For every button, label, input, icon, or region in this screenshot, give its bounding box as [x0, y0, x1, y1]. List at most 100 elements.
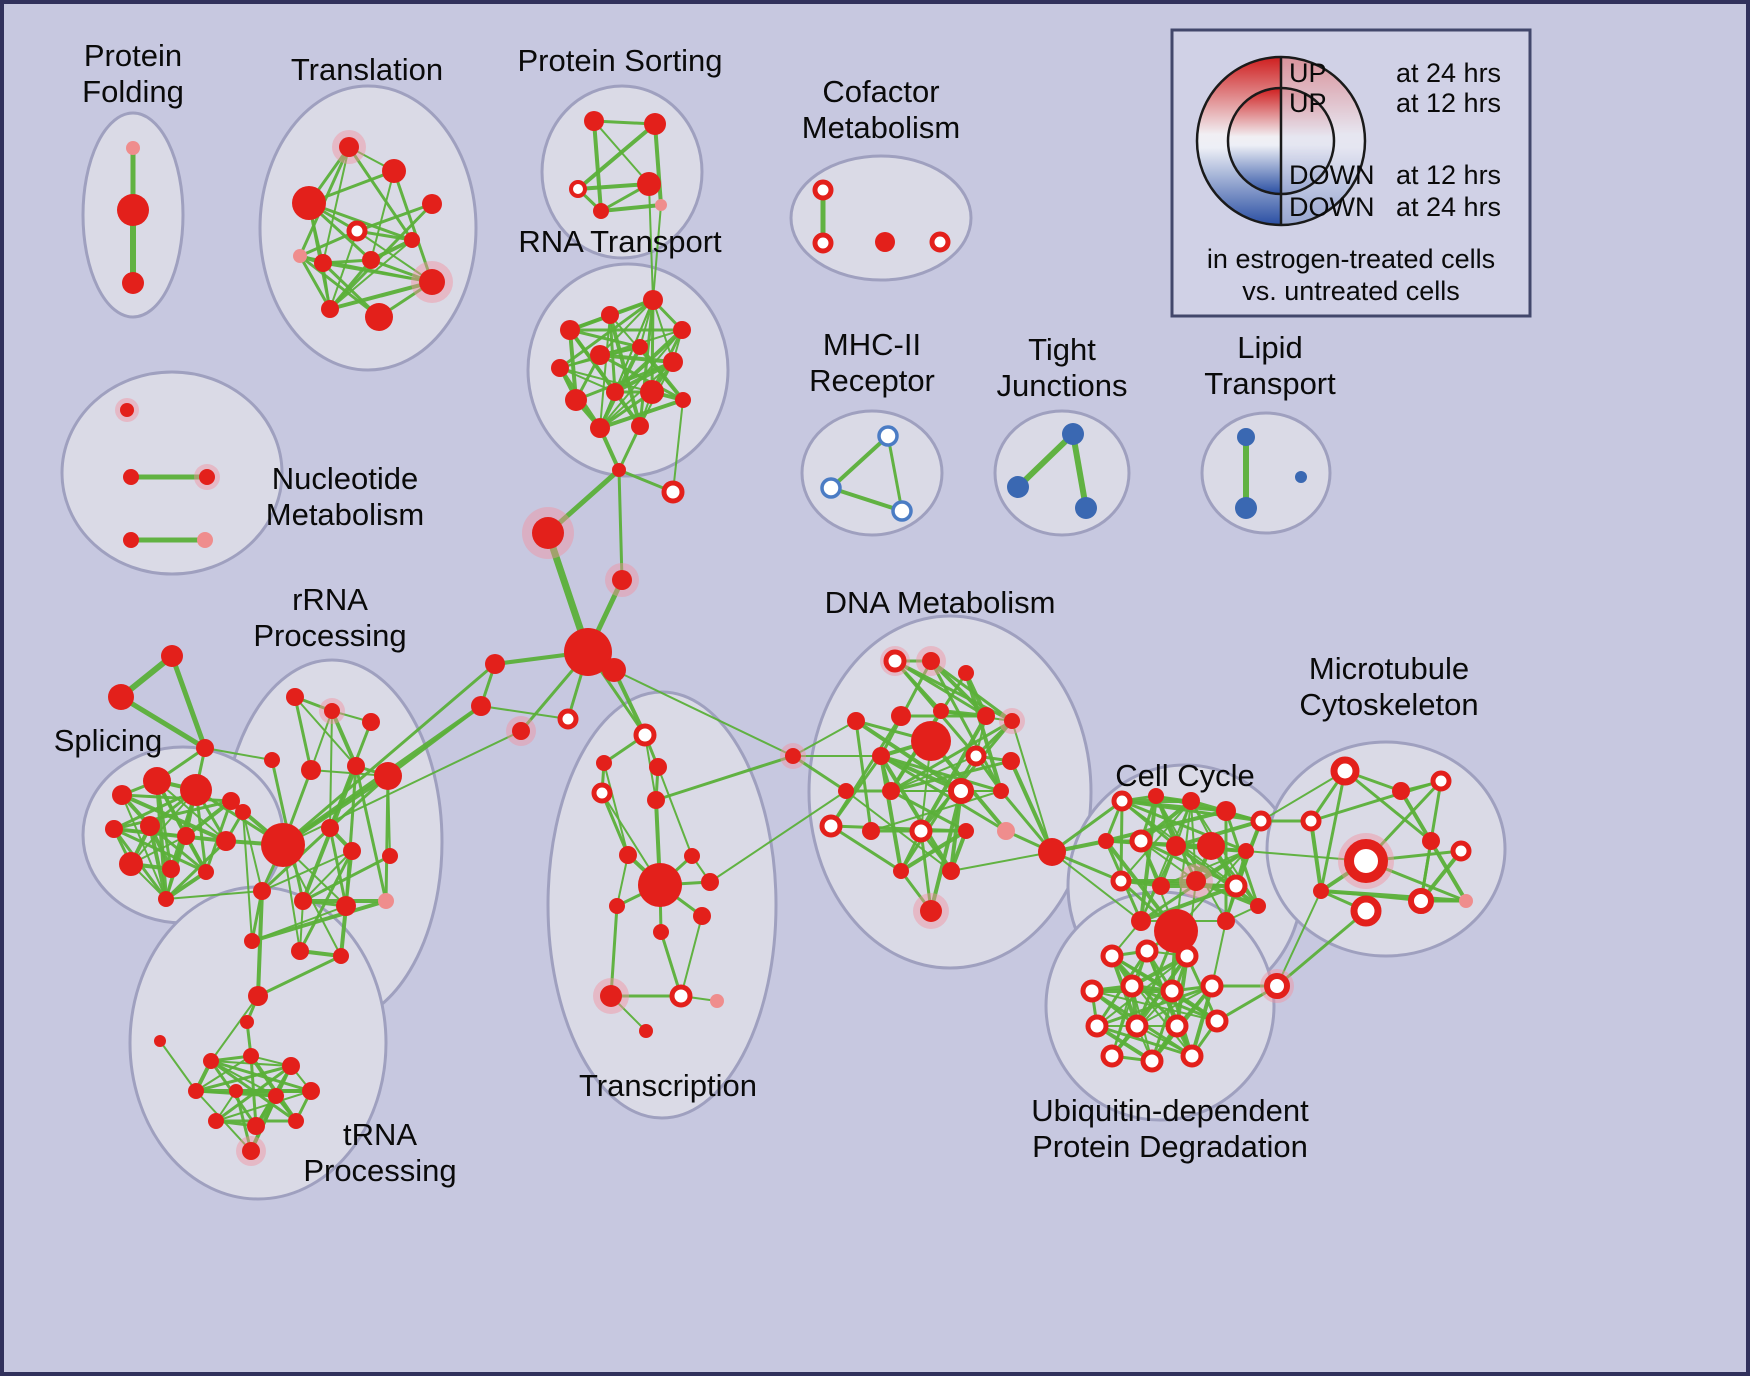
network-edge [120, 793, 228, 843]
network-node [631, 417, 649, 435]
network-edge [155, 779, 168, 901]
network-edge [293, 695, 313, 772]
network-node [838, 783, 854, 799]
network-edge [321, 261, 434, 284]
network-edge [890, 755, 977, 792]
network-node [977, 707, 995, 725]
network-node [647, 791, 665, 809]
network-edge [919, 719, 1014, 833]
network-node [1217, 912, 1235, 930]
network-node [673, 321, 691, 339]
network-node [1110, 870, 1132, 892]
network-node [590, 418, 610, 438]
network-edge [603, 762, 629, 856]
network-edge [879, 754, 963, 793]
network-node [1392, 782, 1410, 800]
network-node [639, 1024, 653, 1038]
network-edge [329, 230, 358, 310]
network-edge [386, 704, 483, 778]
network-node [140, 816, 160, 836]
network-node [675, 392, 691, 408]
network-edge [608, 313, 642, 428]
network-node [965, 745, 987, 767]
network-edge [330, 709, 358, 768]
network-node [229, 1084, 243, 1098]
network-node [365, 303, 393, 331]
network-node [551, 359, 569, 377]
network-edge [209, 1059, 313, 1093]
network-node [922, 652, 940, 670]
network-node [247, 1117, 265, 1135]
network-node [643, 290, 663, 310]
network-edge [599, 299, 654, 356]
network-node [785, 748, 801, 764]
network-node [1235, 497, 1257, 519]
network-edge [329, 239, 413, 310]
network-node [244, 933, 260, 949]
network-edge [310, 710, 333, 771]
network-edge [940, 710, 1013, 722]
network-node [1148, 788, 1164, 804]
network-node [198, 864, 214, 880]
network-edge [256, 889, 264, 998]
network-node [347, 757, 365, 775]
network-edge [356, 230, 433, 283]
network-node [590, 345, 610, 365]
network-node [235, 804, 251, 820]
network-node [282, 1057, 300, 1075]
network-edge [195, 1055, 252, 1092]
network-node [1165, 1014, 1189, 1038]
network-node [343, 842, 361, 860]
network-node [122, 272, 144, 294]
network-edge [964, 671, 1003, 793]
network-node [564, 628, 612, 676]
network-node [933, 703, 949, 719]
network-node [321, 300, 339, 318]
network-edge [709, 790, 847, 883]
network-node [710, 994, 724, 1008]
network-edge [1275, 909, 1368, 988]
network-edge [1095, 984, 1214, 1028]
network-node [321, 819, 339, 837]
network-edge [879, 754, 953, 873]
network-node [1216, 801, 1236, 821]
network-node [120, 403, 134, 417]
network-node [1135, 939, 1159, 963]
network-edge [165, 890, 263, 900]
network-node [291, 942, 309, 960]
network-node [649, 758, 667, 776]
network-node [1152, 877, 1170, 895]
cluster-nucleotide-metabolism-ellipse [60, 370, 284, 576]
network-edge [889, 719, 1014, 793]
cluster-label-splicing: Splicing [54, 723, 163, 758]
network-node [203, 1053, 219, 1069]
cluster-label-transcription: Transcription [579, 1068, 757, 1103]
legend-time-3: at 24 hrs [1396, 192, 1501, 222]
network-node [653, 924, 669, 940]
network-edge [1194, 879, 1260, 908]
network-edge [256, 954, 343, 998]
network-nodes [105, 111, 1473, 1166]
cluster-lipid-transport-ellipse [1200, 411, 1332, 535]
network-node [1186, 871, 1206, 891]
legend-caption-line-1: vs. untreated cells [1242, 276, 1460, 306]
network-node [1250, 898, 1266, 914]
network-edge [609, 904, 619, 998]
network-node [374, 762, 402, 790]
network-edge [298, 254, 381, 319]
network-edge [652, 299, 674, 363]
network-node [222, 792, 240, 810]
network-edge [1070, 431, 1089, 511]
network-edge [886, 434, 904, 513]
network-node [294, 892, 312, 910]
network-edge [899, 754, 978, 873]
network-edge [1011, 720, 1053, 853]
network-node [584, 111, 604, 131]
network-node [154, 1035, 166, 1047]
network-edge [1051, 851, 1142, 922]
network-node [292, 186, 326, 220]
